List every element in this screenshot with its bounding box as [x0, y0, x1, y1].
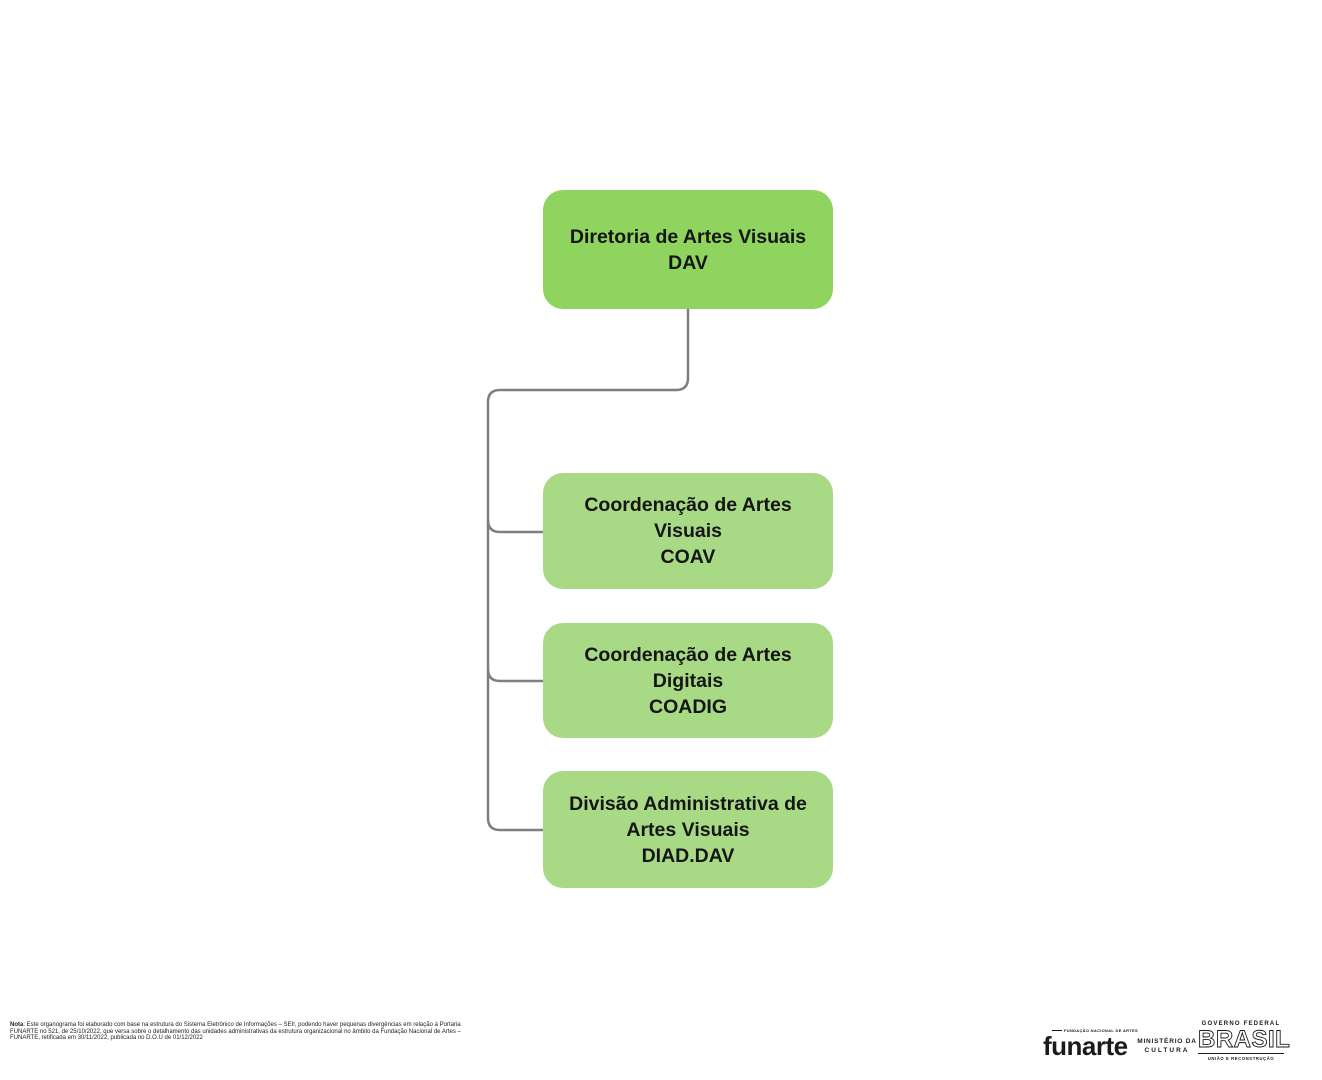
footnote: Nota: Este organograma foi elaborado com…: [10, 1022, 465, 1042]
connector-branch-coadig: [486, 668, 543, 683]
org-box-diad-dav-title: Divisão Administrativa de Artes Visuais: [569, 792, 807, 841]
org-box-coadig-acronym: COADIG: [649, 695, 727, 718]
ministerio-cultura-logo: MINISTÉRIO DA CULTURA: [1136, 1038, 1198, 1055]
org-box-dav: Diretoria de Artes Visuais DAV: [543, 190, 833, 309]
governo-federal-toptext: GOVERNO FEDERAL: [1201, 1021, 1281, 1027]
org-box-coav: Coordenação de Artes Visuais COAV: [543, 473, 833, 589]
connector-main: [486, 309, 690, 832]
org-box-diad-dav: Divisão Administrativa de Artes Visuais …: [543, 771, 833, 888]
brasil-wordmark: BRASIL: [1198, 1026, 1291, 1053]
governo-federal-logo: GOVERNO FEDERAL BRASIL UNIÃO E RECONSTRU…: [1198, 1021, 1291, 1061]
funarte-logo: FUNDAÇÃO NACIONAL DE ARTES funarte: [1043, 1028, 1138, 1059]
org-box-diad-dav-acronym: DIAD.DAV: [641, 844, 735, 867]
governo-federal-bottomtext: UNIÃO E RECONSTRUÇÃO: [1198, 1053, 1284, 1061]
org-box-coadig: Coordenação de Artes Digitais COADIG: [543, 623, 833, 738]
funarte-logo-smalltext: FUNDAÇÃO NACIONAL DE ARTES: [1043, 1028, 1138, 1033]
ministerio-cultura-line2: CULTURA: [1144, 1046, 1190, 1054]
connector-branch-coav: [486, 519, 543, 534]
org-box-coadig-title: Coordenação de Artes Digitais: [584, 643, 792, 692]
org-box-dav-acronym: DAV: [668, 251, 708, 274]
org-box-dav-title: Diretoria de Artes Visuais: [569, 225, 807, 248]
funarte-logo-wordmark: funarte: [1043, 1031, 1128, 1061]
footnote-text: : Este organograma foi elaborado com bas…: [10, 1022, 461, 1042]
org-box-coav-title: Coordenação de Artes Visuais: [584, 494, 792, 542]
org-box-coav-acronym: COAV: [660, 546, 716, 568]
footnote-label: Nota: [10, 1022, 24, 1028]
ministerio-cultura-line1: MINISTÉRIO DA: [1137, 1038, 1197, 1045]
